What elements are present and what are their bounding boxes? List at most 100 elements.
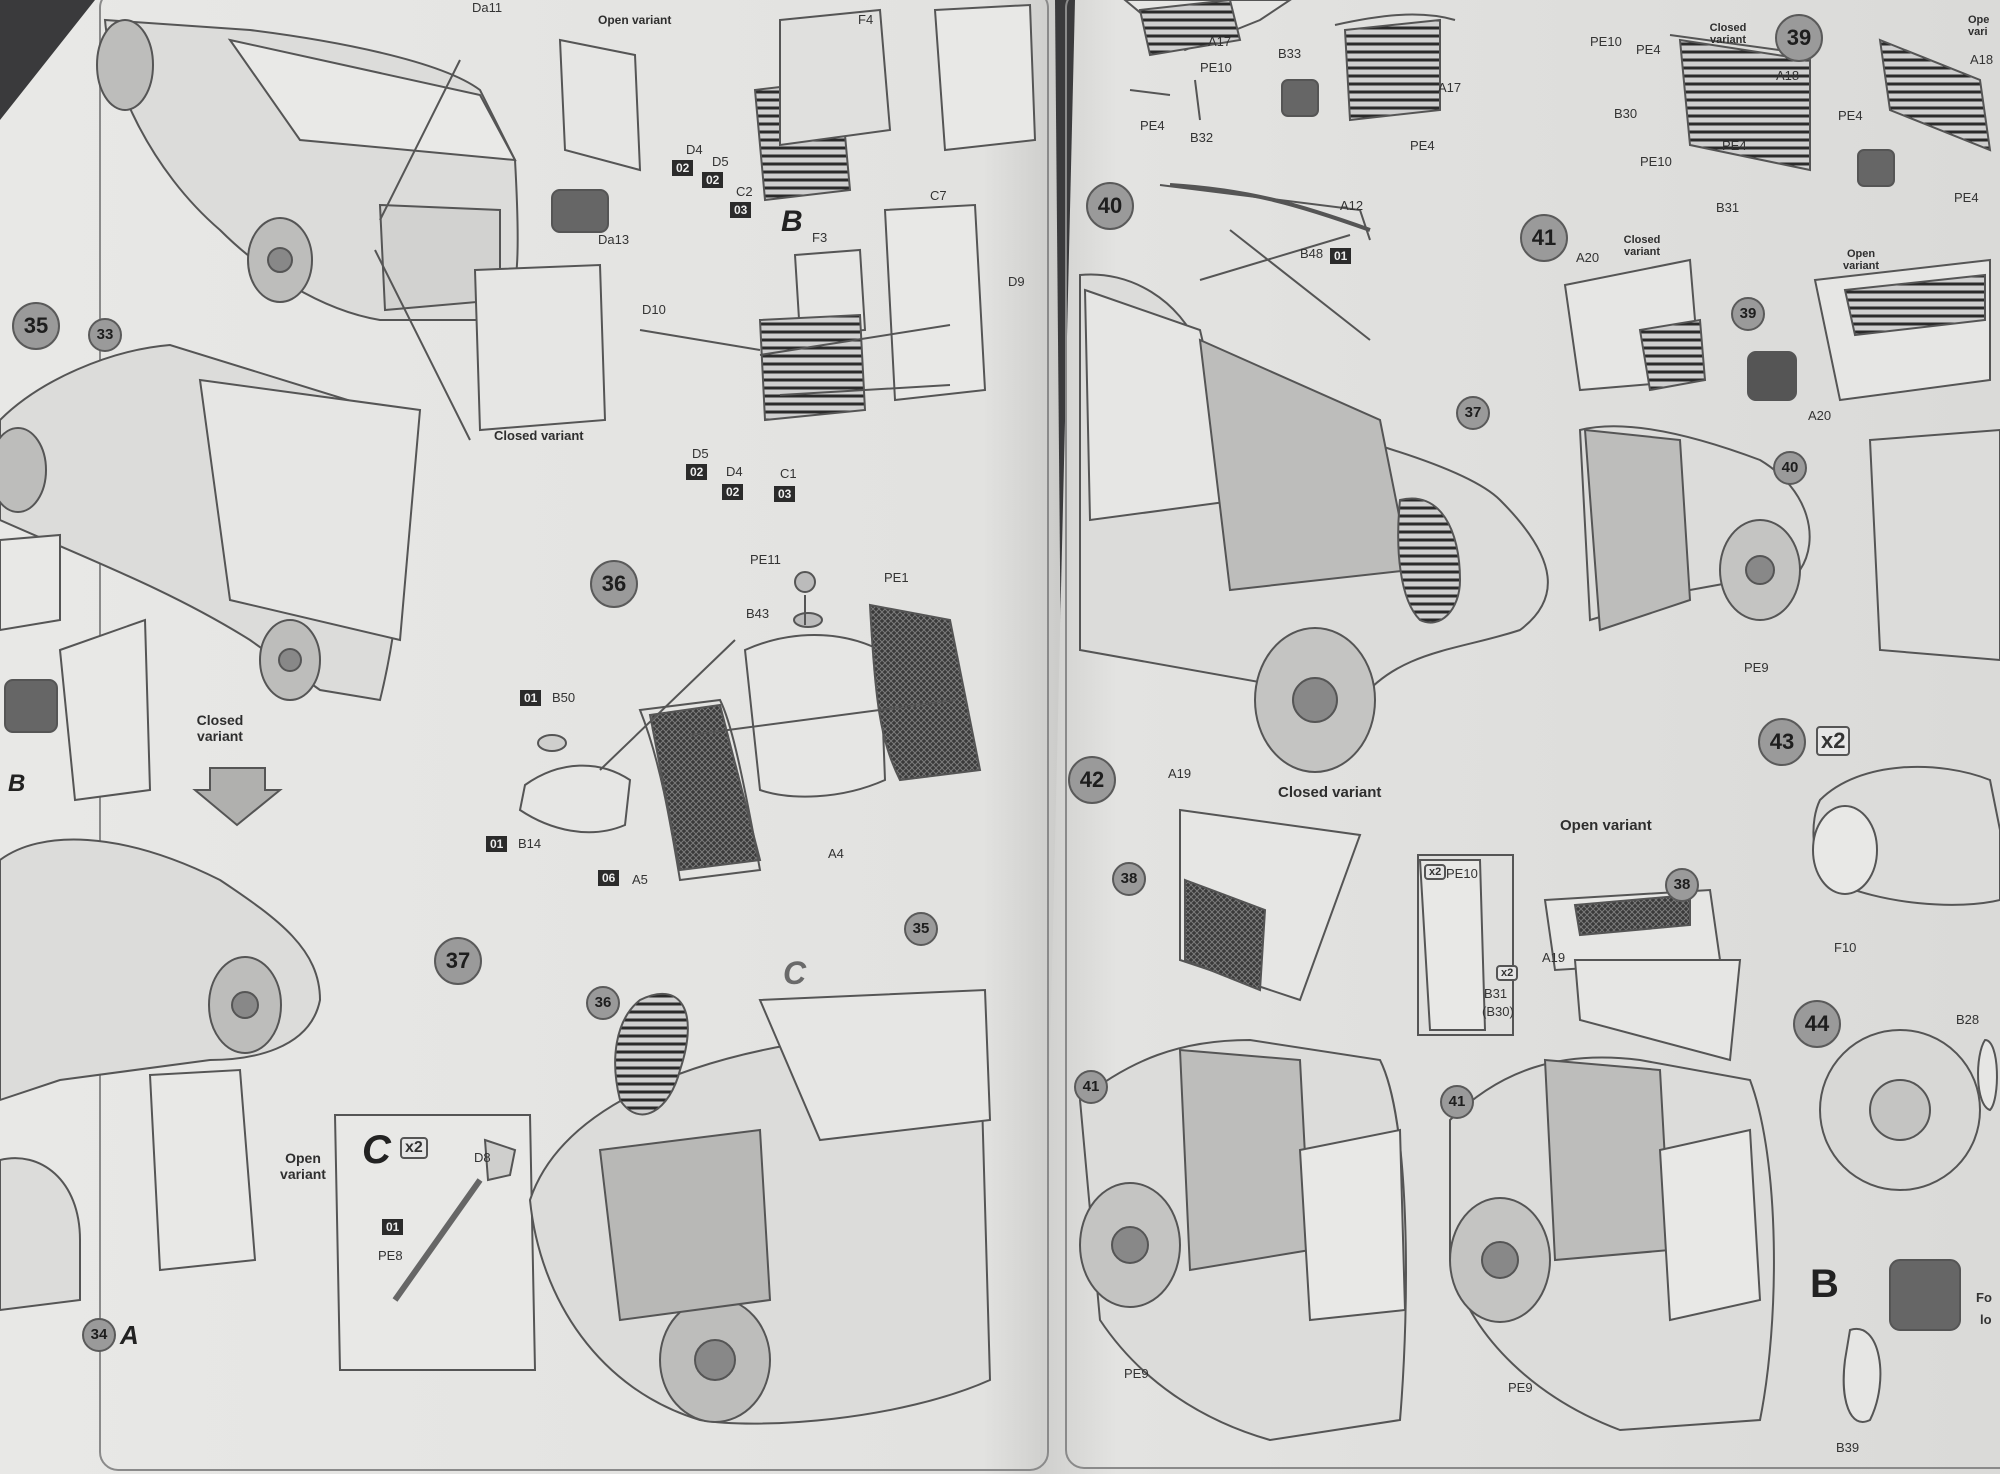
letter-c-box: C xyxy=(362,1128,391,1172)
part-d4-b: D4 xyxy=(726,464,743,479)
step-36-ref: 36 xyxy=(586,986,620,1020)
label-open-variant-left: Open variant xyxy=(280,1150,326,1182)
part-pe4-c: PE4 xyxy=(1636,42,1661,57)
part-da11: Da11 xyxy=(472,0,503,15)
wheel-44 xyxy=(1819,1029,1998,1423)
part-a18-a: A18 xyxy=(1776,68,1800,83)
part-b32: B32 xyxy=(1190,130,1214,145)
part-d9: D9 xyxy=(1008,274,1025,289)
car-top-left xyxy=(96,18,519,441)
detail-box-c xyxy=(333,1114,537,1371)
part-a19-a: A19 xyxy=(1168,766,1192,781)
part-a4: A4 xyxy=(828,846,844,861)
label-open-variant-41: Open variant xyxy=(1842,248,1880,272)
part-b43: B43 xyxy=(746,606,770,621)
part-b48: B48 xyxy=(1300,246,1324,261)
step-38-ref-open: 38 xyxy=(1665,868,1699,902)
part-pe1: PE1 xyxy=(884,570,909,585)
part-b30: B30 xyxy=(1614,106,1638,121)
part-pe8: PE8 xyxy=(378,1248,403,1263)
part-b30-b: (B30) xyxy=(1482,1004,1514,1019)
part-pe4-e: PE4 xyxy=(1838,108,1863,123)
part-pe4-a: PE4 xyxy=(1140,118,1165,133)
step-43: 43 xyxy=(1758,718,1806,766)
part-pe10-d: PE10 xyxy=(1446,866,1478,881)
letter-b-bottom-right: B xyxy=(1810,1262,1839,1306)
sprue-06: 06 xyxy=(598,870,620,886)
part-a20-a: A20 xyxy=(1576,250,1600,265)
panels-top-right xyxy=(1123,0,1992,187)
step-36: 36 xyxy=(590,560,638,608)
part-b33: B33 xyxy=(1278,46,1302,61)
part-a17-a: A17 xyxy=(1208,34,1232,49)
part-pe9-b: PE9 xyxy=(1124,1366,1149,1381)
part-b50: B50 xyxy=(552,690,576,705)
letter-c-small: C xyxy=(783,955,807,991)
step-37: 37 xyxy=(434,937,482,985)
x2-pe10: x2 xyxy=(1424,864,1447,880)
sprue-01-b14: 01 xyxy=(486,836,508,852)
part-b39: B39 xyxy=(1836,1440,1860,1455)
x2-b31: x2 xyxy=(1496,965,1519,981)
part-d5-a: D5 xyxy=(712,154,729,169)
part-a18-b: A18 xyxy=(1970,52,1994,67)
label-closed-variant-left: Closed variant xyxy=(196,712,244,744)
cut-lo: lo xyxy=(1980,1312,1992,1327)
part-c1: C1 xyxy=(780,466,797,481)
part-a12: A12 xyxy=(1340,198,1364,213)
step-42: 42 xyxy=(1068,756,1116,804)
part-f10: F10 xyxy=(1834,940,1857,955)
label-closed-variant-42: Closed variant xyxy=(1278,784,1382,801)
part-pe4-f: PE4 xyxy=(1954,190,1979,205)
label-open-variant-42: Open variant xyxy=(1560,817,1652,834)
sprue-03-b: 03 xyxy=(774,486,796,502)
part-d10: D10 xyxy=(642,302,666,317)
cut-vari: vari xyxy=(1968,26,1988,38)
step-39-ref: 39 xyxy=(1731,297,1765,331)
car-step-37 xyxy=(528,988,992,1425)
radiator-assembly-36 xyxy=(518,571,982,882)
label-open-variant-top: Open variant xyxy=(598,13,672,27)
sprue-02-a: 02 xyxy=(672,160,694,176)
letter-b-left: B xyxy=(8,770,26,797)
part-a20-b: A20 xyxy=(1808,408,1832,423)
cut-fo: Fo xyxy=(1976,1290,1992,1305)
part-f4: F4 xyxy=(858,12,874,27)
flip-icon-left-mid xyxy=(4,679,58,733)
step-37-ref: 37 xyxy=(1456,396,1490,430)
x2-box-c: x2 xyxy=(400,1137,428,1159)
part-c7: C7 xyxy=(930,188,947,203)
sprue-01-box-c: 01 xyxy=(382,1219,404,1235)
sprue-01-a: 01 xyxy=(520,690,542,706)
step-35: 35 xyxy=(12,302,60,350)
step-34-ref: 34 xyxy=(82,1318,116,1352)
part-pe9-a: PE9 xyxy=(1744,660,1769,675)
label-closed-variant-41: Closed variant xyxy=(1623,234,1661,258)
letter-b-top: B xyxy=(781,205,803,238)
cut-ope: Ope xyxy=(1968,14,1990,26)
step-39: 39 xyxy=(1775,14,1823,62)
car-step-41 xyxy=(1563,258,2000,662)
part-b31-a: B31 xyxy=(1716,200,1740,215)
part-b28: B28 xyxy=(1956,1012,1980,1027)
step-35-ref: 35 xyxy=(904,912,938,946)
sprue-01-b48: 01 xyxy=(1330,248,1352,264)
step-33-ref: 33 xyxy=(88,318,122,352)
step-40-ref: 40 xyxy=(1773,451,1807,485)
car-step-42-open xyxy=(1418,859,1775,1432)
part-f3: F3 xyxy=(812,230,828,245)
step-40: 40 xyxy=(1086,182,1134,230)
letter-a-bottom: A xyxy=(120,1320,139,1350)
part-a5: A5 xyxy=(632,872,648,887)
part-da13: Da13 xyxy=(598,232,630,247)
car-step-42-closed xyxy=(1078,808,1407,1442)
step-38-ref-closed: 38 xyxy=(1112,862,1146,896)
sprue-02-d: 02 xyxy=(722,484,744,500)
door-panels-top xyxy=(473,3,1037,432)
x2-step-43: x2 xyxy=(1816,726,1851,756)
part-pe10-b: PE10 xyxy=(1590,34,1622,49)
detail-box-42 xyxy=(1417,854,1514,1036)
part-a19-b: A19 xyxy=(1542,950,1566,965)
part-pe4-b: PE4 xyxy=(1410,138,1435,153)
